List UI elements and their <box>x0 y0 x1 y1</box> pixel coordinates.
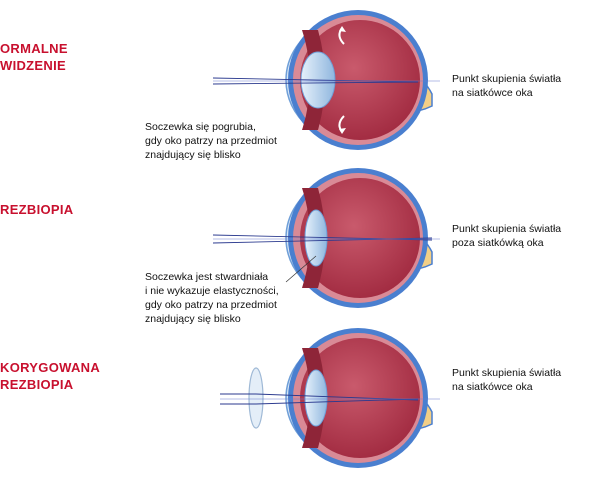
lens-hardened-icon <box>304 369 328 427</box>
heading-corrected-presbyopia: KORYGOWANA REZBIOPIA <box>0 360 101 392</box>
focus-note-presbyopia: Punkt skupienia światła poza siatkówką o… <box>452 223 562 249</box>
light-ray-icon <box>212 77 419 83</box>
focus-note-corrected: Punkt skupienia światła na siatkówce oka <box>452 367 562 393</box>
light-ray-icon <box>212 81 419 85</box>
eye-normal-vision-icon <box>212 10 440 150</box>
eye-interior-icon <box>300 20 420 140</box>
lens-note-presbyopia: Soczewka jest stwardniała i nie wykazuje… <box>145 271 279 325</box>
lens-hardened-icon <box>304 209 328 267</box>
eye-corrected-icon <box>220 328 440 468</box>
heading-normal-vision: ORMALNE WIDZENIE <box>0 41 68 73</box>
focus-note-normal: Punkt skupienia światła na siatkówce oka <box>452 73 562 99</box>
lens-note-normal: Soczewka się pogrubia, gdy oko patrzy na… <box>145 121 277 161</box>
corrective-lens-icon <box>248 367 264 429</box>
heading-presbyopia: REZBIOPIA <box>0 202 74 217</box>
eye-presbyopia-icon <box>212 168 440 308</box>
